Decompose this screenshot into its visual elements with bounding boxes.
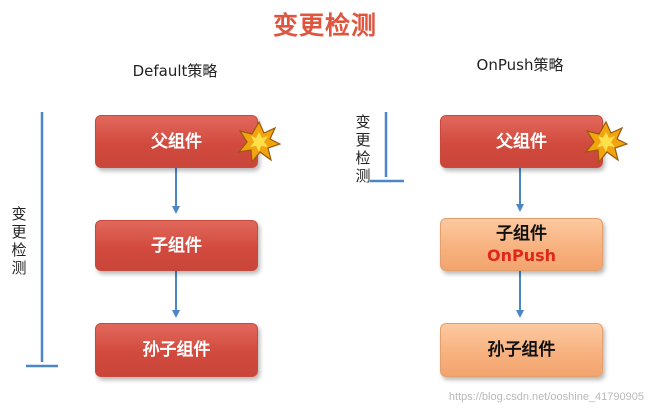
- default-detection-label: 变更检测: [11, 205, 27, 277]
- onpush-parent-label: 父组件: [496, 131, 547, 152]
- change-burst-icon: [237, 120, 281, 164]
- onpush-parent-node: 父组件: [440, 115, 603, 168]
- default-parent-label: 父组件: [151, 131, 202, 152]
- onpush-child-node: 子组件 OnPush: [440, 218, 603, 271]
- watermark: https://blog.csdn.net/ooshine_41790905: [448, 391, 644, 403]
- onpush-strategy-label: OnPush策略: [476, 56, 564, 74]
- default-grandchild-node: 孙子组件: [95, 323, 258, 377]
- default-grandchild-label: 孙子组件: [142, 340, 211, 360]
- onpush-detection-label: 变更检测: [355, 113, 371, 185]
- default-parent-node: 父组件: [95, 115, 258, 168]
- onpush-grandchild-node: 孙子组件: [440, 323, 603, 377]
- default-child-node: 子组件: [95, 220, 258, 271]
- onpush-tag: OnPush: [486, 245, 557, 265]
- page-title: 变更检测: [272, 11, 377, 40]
- onpush-grandchild-label: 孙子组件: [487, 340, 556, 360]
- change-burst-icon: [584, 120, 628, 164]
- default-strategy-label: Default策略: [132, 62, 218, 80]
- onpush-child-label: 子组件: [496, 223, 547, 244]
- default-child-label: 子组件: [151, 235, 202, 256]
